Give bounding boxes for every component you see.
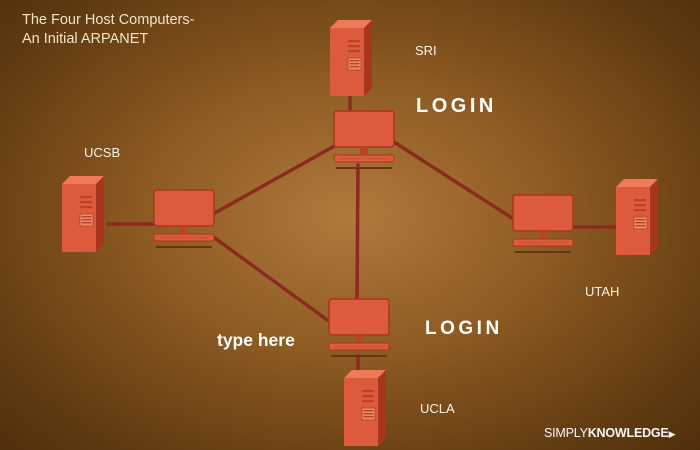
node-label-utah: UTAH xyxy=(585,284,620,299)
server-icon xyxy=(61,175,105,253)
node-label-sri: SRI xyxy=(415,43,437,58)
link-ucsb-ucla xyxy=(210,234,332,324)
brand-arrow-icon: ▶ xyxy=(668,429,676,439)
diagram-title: The Four Host Computers- An Initial ARPA… xyxy=(22,11,194,49)
node-label-ucsb: UCSB xyxy=(84,145,121,160)
title-line-2: An Initial ARPANET xyxy=(22,31,149,47)
type-here-label: type here xyxy=(217,330,295,350)
login-label-ucla: LOGIN xyxy=(425,318,503,339)
terminal-icon xyxy=(512,194,574,254)
link-sri-ucla xyxy=(355,163,360,302)
title-line-1: The Four Host Computers- xyxy=(22,12,195,28)
link-ucsb-sri xyxy=(211,142,340,216)
login-label-sri: LOGIN xyxy=(416,95,497,117)
link-sri-utah xyxy=(392,140,514,220)
server-icon xyxy=(343,369,387,447)
node-label-ucla: UCLA xyxy=(420,401,455,416)
server-icon xyxy=(615,178,659,256)
brand-simply: SIMPLY xyxy=(544,426,588,440)
terminal-icon xyxy=(153,189,215,249)
server-icon xyxy=(329,19,373,97)
network-links xyxy=(106,91,619,374)
brand-logo: SIMPLYKNOWLEDGE▶ xyxy=(544,426,676,440)
terminal-icon xyxy=(328,298,390,358)
terminal-icon xyxy=(333,110,395,170)
brand-knowledge: KNOWLEDGE xyxy=(587,426,669,440)
